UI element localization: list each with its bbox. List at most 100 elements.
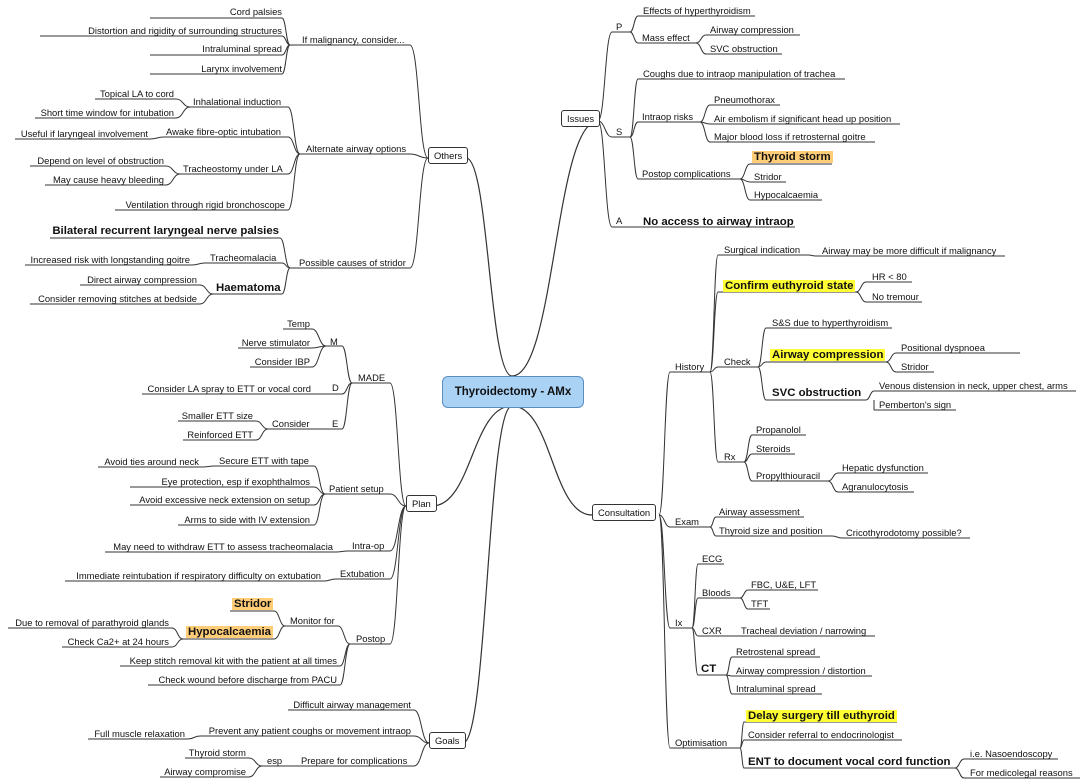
- link: [175, 98, 191, 108]
- link: [165, 173, 181, 186]
- node-exam: Exam: [675, 516, 699, 527]
- node-no-airway-access: No access to airway intraop: [643, 216, 794, 228]
- link: [313, 465, 326, 495]
- link: [199, 284, 214, 295]
- link: [248, 765, 263, 778]
- node-history: History: [675, 361, 705, 372]
- link: [339, 643, 351, 686]
- branch-others[interactable]: Others: [428, 147, 469, 164]
- node-parathyroid: Due to removal of parathyroid glands: [15, 617, 169, 628]
- node-issue-p: P: [616, 21, 623, 32]
- node-topical-la: Topical LA to cord: [100, 88, 174, 99]
- link: [725, 656, 733, 676]
- link-goals-1: [413, 709, 430, 744]
- link: [311, 345, 327, 368]
- link: [739, 739, 745, 749]
- link: [709, 526, 717, 537]
- node-reintubation: Immediate reintubation if respiratory di…: [76, 570, 321, 581]
- link-consult-history: [658, 371, 671, 516]
- node-larynx: Larynx involvement: [201, 63, 282, 74]
- link: [313, 493, 326, 526]
- node-extubation: Extubation: [340, 568, 385, 579]
- node-ecg: ECG: [702, 553, 723, 564]
- node-check-ca: Check Ca2+ at 24 hours: [67, 636, 169, 647]
- node-avoid-ties: Avoid ties around neck: [104, 456, 199, 467]
- node-blood-loss: Major blood loss if retrosternal goitre: [714, 131, 866, 142]
- link: [149, 136, 165, 140]
- node-bilateral-palsies: Bilateral recurrent laryngeal nerve pals…: [52, 225, 279, 237]
- node-airway-compression-issue: Airway compression: [710, 24, 794, 35]
- link: [165, 165, 181, 175]
- branch-goals[interactable]: Goals: [429, 732, 466, 749]
- node-eye-protection: Eye protection, esp if exophthalmos: [161, 476, 310, 487]
- link: [954, 758, 965, 769]
- link: [691, 563, 699, 629]
- link: [281, 267, 291, 295]
- branch-issues[interactable]: Issues: [561, 110, 601, 127]
- link: [255, 420, 269, 430]
- link: [201, 465, 216, 468]
- node-cord-palsies: Cord palsies: [229, 6, 282, 17]
- link-issues-p: [597, 31, 613, 122]
- node-rigid-bronchoscope: Ventilation through rigid bronchoscope: [125, 199, 285, 210]
- link: [171, 638, 184, 648]
- link: [709, 254, 719, 373]
- link: [341, 382, 353, 430]
- node-air-embolism: Air embolism if significant head up posi…: [714, 113, 892, 124]
- node-temp: Temp: [287, 318, 310, 329]
- link: [199, 293, 214, 305]
- link: [709, 371, 719, 463]
- node-propanolol: Propanolol: [756, 424, 801, 435]
- branch-consultation[interactable]: Consultation: [592, 504, 657, 521]
- node-mass-effect: Mass effect: [642, 32, 690, 43]
- node-pembertons-sign: Pemberton's sign: [879, 399, 952, 410]
- link-plan-setup: [389, 493, 407, 507]
- node-removing-stitches: Consider removing stitches at bedside: [38, 293, 197, 304]
- node-longstanding-goitre: Increased risk with longstanding goitre: [30, 254, 190, 265]
- link-goals-2: [413, 735, 430, 744]
- node-haematoma: Haematoma: [216, 282, 281, 294]
- link: [691, 597, 699, 629]
- node-tracheal-deviation: Tracheal deviation / narrowing: [741, 625, 867, 636]
- link-consult-exam: [658, 514, 671, 528]
- node-cxr: CXR: [702, 625, 722, 636]
- link: [695, 42, 707, 55]
- node-intra-op: Intra-op: [352, 540, 385, 551]
- node-airway-distortion: Airway compression / distortion: [736, 665, 866, 676]
- link-goals-prepare: [413, 742, 430, 767]
- node-issue-s: S: [616, 126, 623, 137]
- node-venous-distension: Venous distension in neck, upper chest, …: [879, 380, 1068, 391]
- link: [629, 15, 639, 33]
- node-nasoendoscopy: i.e. Nasoendoscopy: [970, 748, 1053, 759]
- link: [311, 328, 327, 347]
- branch-plan[interactable]: Plan: [406, 495, 437, 512]
- link-consult-optimisation: [658, 514, 671, 749]
- node-tracheomalacia: Tracheomalacia: [210, 252, 277, 263]
- node-thyroid-storm: Thyroid storm: [752, 151, 833, 163]
- node-airway-compression: Airway compression: [770, 349, 886, 361]
- node-ent-vocal-cord: ENT to document vocal cord function: [748, 756, 951, 768]
- node-stridor-causes: Possible causes of stridor: [299, 257, 406, 268]
- central-topic[interactable]: Thyroidectomy - AMx: [442, 376, 584, 408]
- node-hypocalcaemia-issue: Hypocalcaemia: [754, 189, 819, 200]
- node-time-window: Short time window for intubation: [40, 107, 174, 118]
- link: [279, 237, 291, 269]
- link: [739, 589, 749, 599]
- link: [335, 550, 349, 553]
- link-plan-made: [389, 382, 407, 507]
- link: [827, 472, 839, 482]
- link: [191, 262, 206, 266]
- node-hepatic-dysfunction: Hepatic dysfunction: [842, 462, 924, 473]
- node-la-spray: Consider LA spray to ETT or vocal cord: [147, 383, 311, 394]
- node-bloods: Bloods: [702, 587, 731, 598]
- link: [699, 121, 711, 143]
- node-thyroid-size: Thyroid size and position: [719, 525, 823, 536]
- link: [629, 78, 639, 138]
- link-center-consultation: [511, 405, 593, 516]
- link: [739, 597, 749, 610]
- node-neck-extension: Avoid excessive neck extension on setup: [139, 494, 310, 505]
- node-tft: TFT: [751, 598, 769, 609]
- link-others-malignancy: [409, 44, 429, 159]
